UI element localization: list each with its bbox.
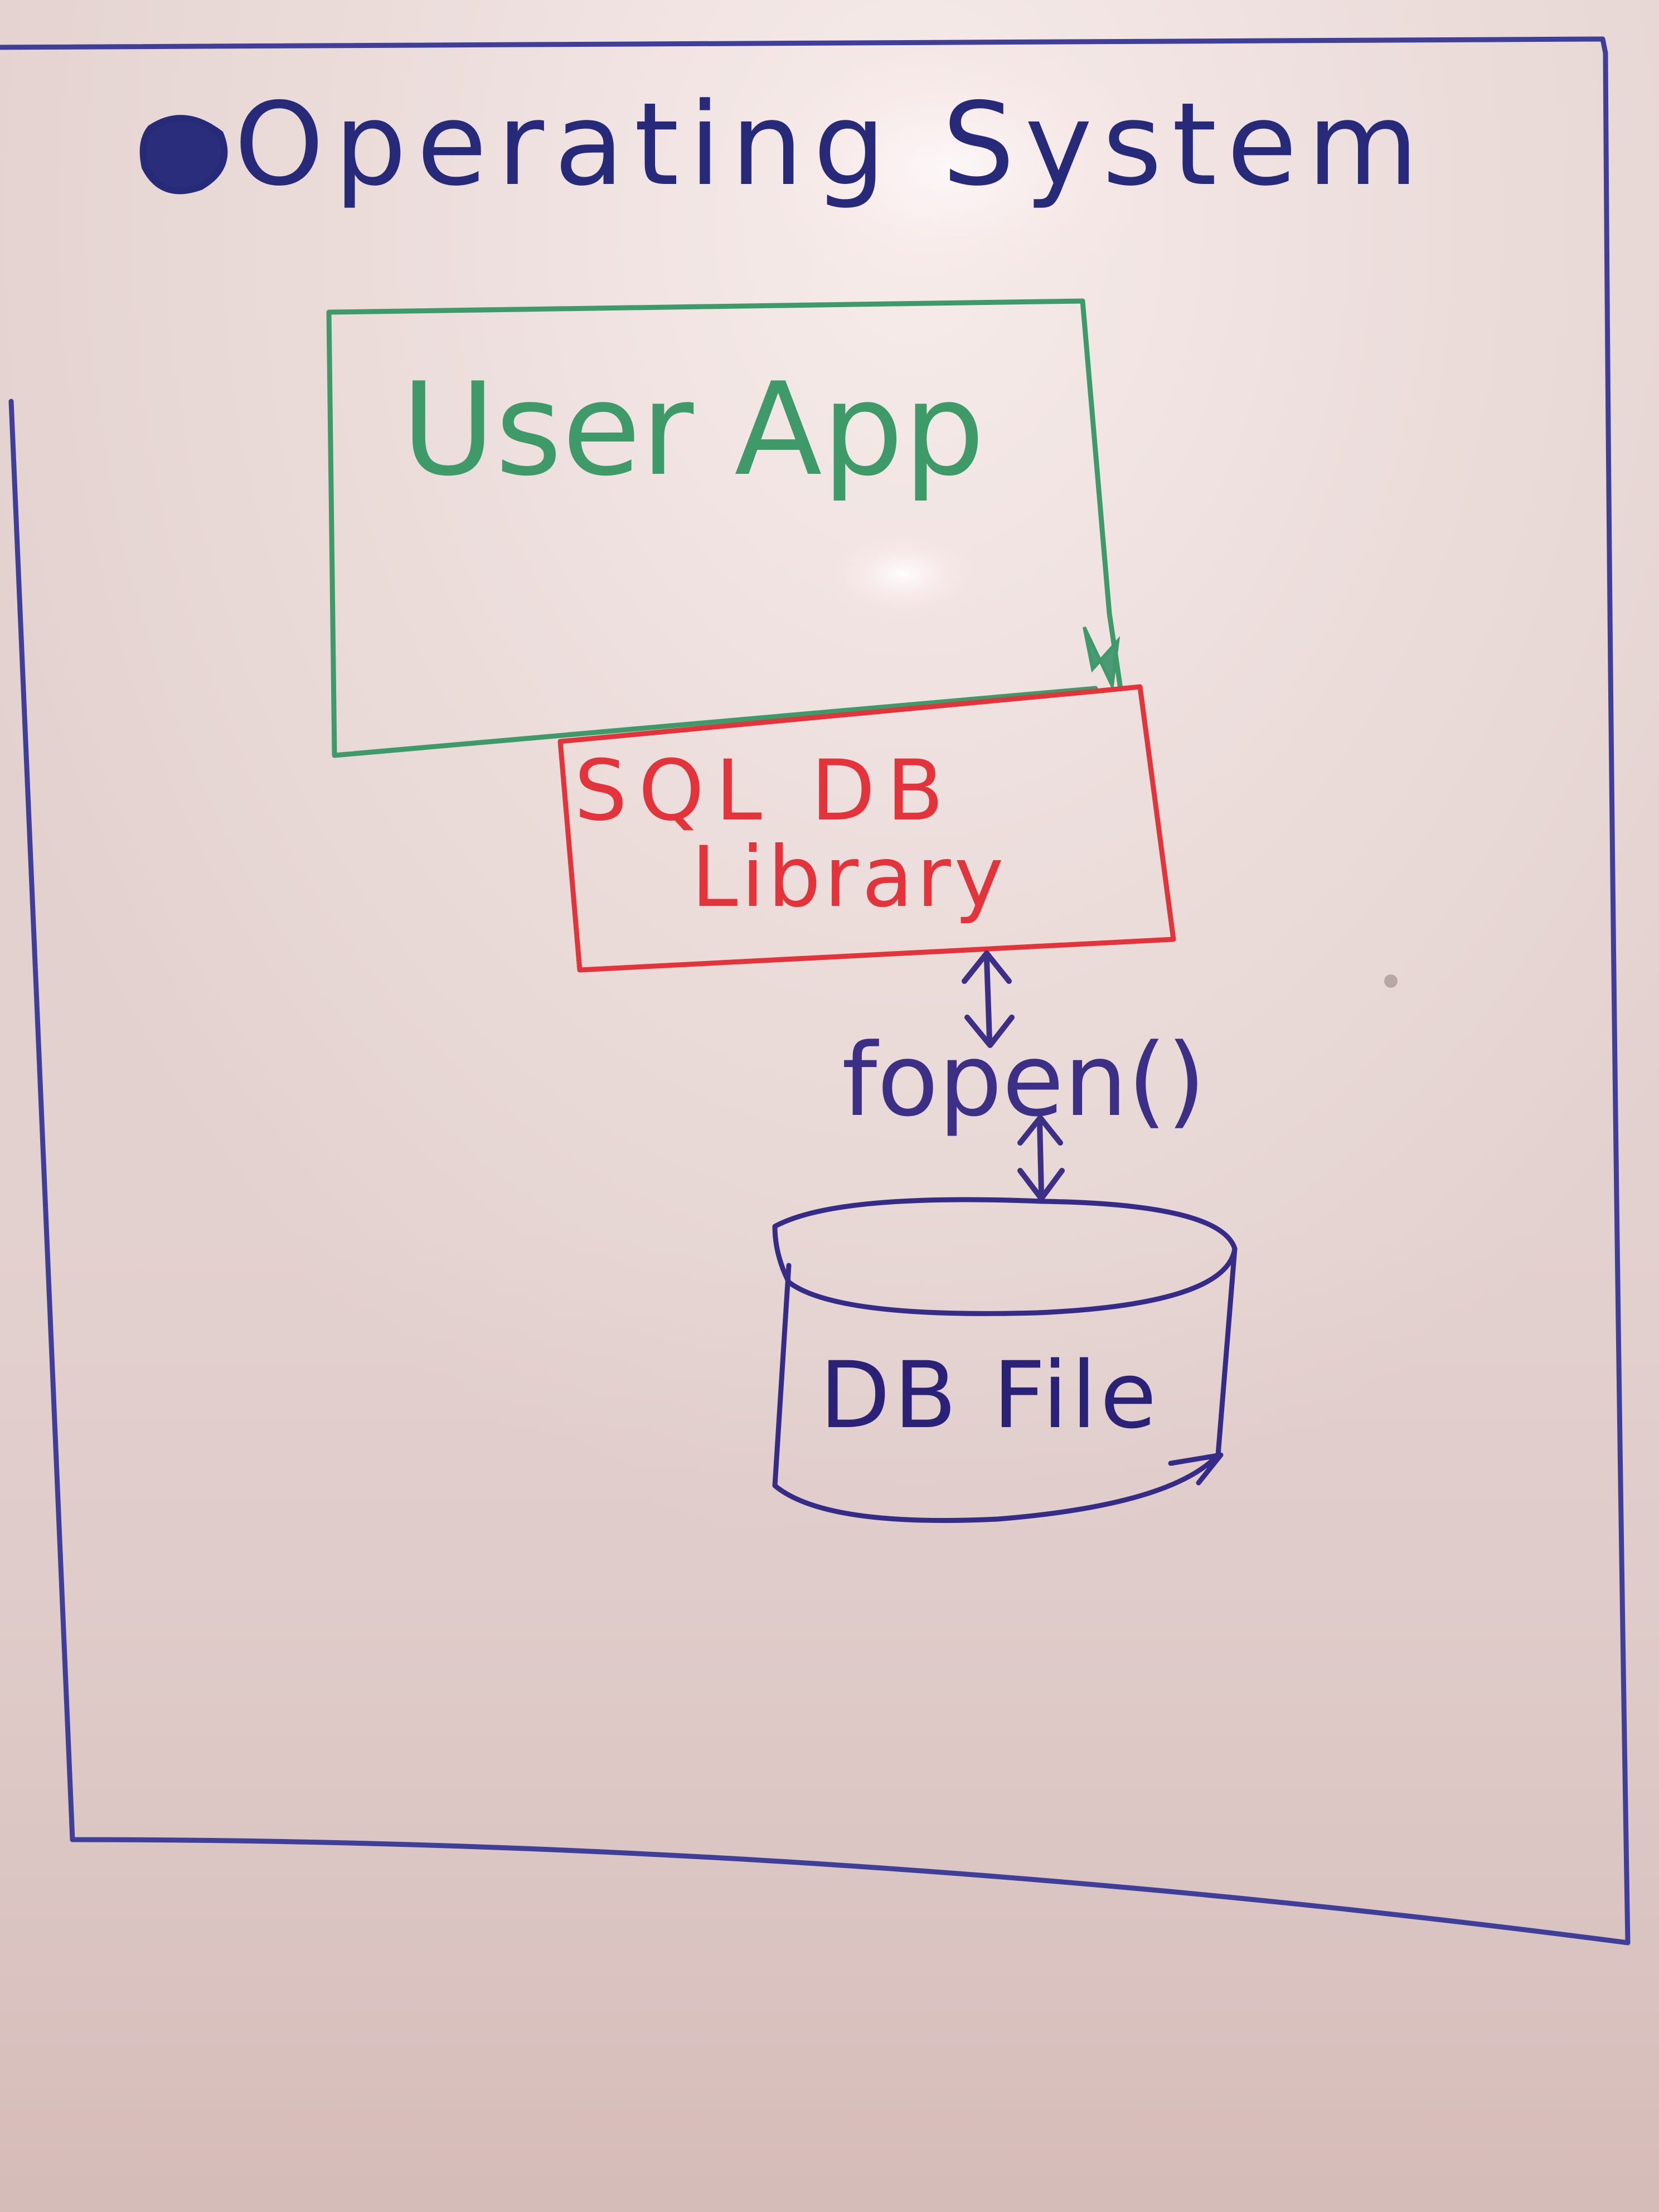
- user-app-label: User App: [401, 356, 985, 505]
- sql-library-node: SQL DB Library: [557, 684, 1176, 973]
- db-file-cylinder-body: [772, 1246, 1238, 1523]
- db-file-label: DB File: [819, 1342, 1160, 1449]
- screw-mark: [1384, 974, 1398, 988]
- board-lower-shade: [0, 1226, 1659, 2212]
- arrowhead-up-icon: [1017, 1115, 1063, 1146]
- db-file-cylinder-top: [772, 1197, 1238, 1316]
- title-initial-o-icon: [139, 115, 228, 195]
- diagram-title: Operating System: [234, 79, 1429, 211]
- arrow-library-to-fopen: [962, 950, 1015, 1048]
- arrowhead-up-icon: [962, 950, 1012, 984]
- arrowhead-down-icon: [1017, 1168, 1065, 1201]
- user-app-corner-mark: [1083, 626, 1120, 692]
- sql-library-label-line2: Library: [691, 829, 1007, 926]
- arrow-fopen-to-dbfile: [1017, 1115, 1065, 1201]
- os-title-group: Operating System: [139, 79, 1429, 211]
- light-reflection-top: [714, 22, 1182, 312]
- sql-library-box: [557, 684, 1176, 973]
- fopen-call-label: fopen(): [842, 1022, 1206, 1139]
- db-file-node: DB File: [772, 1197, 1238, 1523]
- os-boundary-box: [0, 36, 1631, 1946]
- sql-library-label-line1: SQL DB: [574, 743, 955, 840]
- arrowhead-down-icon: [964, 1015, 1015, 1048]
- user-app-node: User App: [326, 298, 1123, 758]
- light-reflection-center: [825, 530, 981, 619]
